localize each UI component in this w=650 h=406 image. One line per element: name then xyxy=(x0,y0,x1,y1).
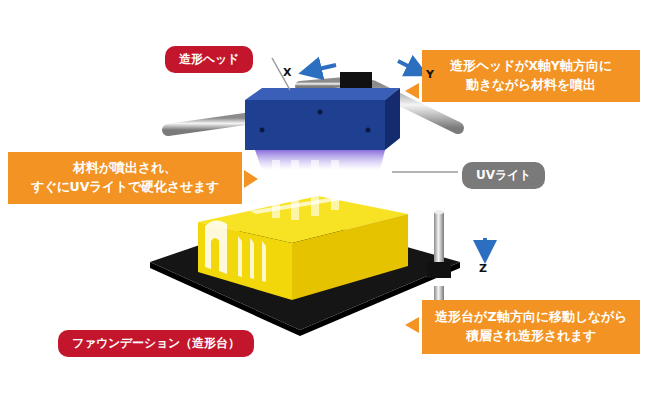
callout-box: 造形台がZ軸方向に移動しながら 積層され造形されます xyxy=(422,300,640,354)
node-text: 造形ヘッド xyxy=(179,51,239,68)
head-top xyxy=(245,88,400,100)
x-rail xyxy=(168,118,252,130)
bolt xyxy=(260,128,265,133)
material-jet xyxy=(272,160,280,218)
y-arrow xyxy=(398,61,418,71)
node-text: UVライト xyxy=(476,167,531,184)
material-jet xyxy=(331,160,339,210)
material-jet xyxy=(291,160,299,220)
x-rail xyxy=(300,82,345,86)
object-right xyxy=(292,214,408,300)
callout-arrow xyxy=(244,170,258,188)
head-front xyxy=(245,100,385,150)
foundation-label-pill: ファウンデーション（造形台） xyxy=(58,330,254,357)
z-pole xyxy=(434,212,444,264)
z-block xyxy=(427,262,451,278)
layer-stripe xyxy=(250,193,366,214)
node-text: 材料が噴出され、 すぐにUVライトで硬化させます xyxy=(18,159,232,197)
material-jet xyxy=(311,160,319,216)
head-side xyxy=(385,88,400,150)
callout-box: 造形ヘッドがX軸Y軸方向に 動きながら材料を噴出 xyxy=(422,50,640,102)
callout-arrow xyxy=(405,83,419,99)
z-pole-cap xyxy=(434,210,444,214)
axis-label: Z xyxy=(479,262,487,275)
x-arrow xyxy=(310,65,336,71)
node-text: 造形台がZ軸方向に移動しながら 積層され造形されます xyxy=(432,308,630,346)
bolt xyxy=(366,128,371,133)
axis-label: X xyxy=(283,66,291,79)
z-arrow xyxy=(483,238,487,252)
callout-box: 材料が噴出され、 すぐにUVライトで硬化させます xyxy=(8,152,242,204)
arch-detail xyxy=(205,220,227,274)
node-text: ファウンデーション（造形台） xyxy=(72,335,240,352)
head-label-pill: 造形ヘッド xyxy=(165,46,253,73)
uv-label-pill: UVライト xyxy=(462,162,545,189)
bolt xyxy=(318,110,323,115)
leader-line xyxy=(392,171,458,173)
axis-label: Y xyxy=(426,68,434,81)
node-text: 造形ヘッドがX軸Y軸方向に 動きながら材料を噴出 xyxy=(432,57,630,95)
arch-detail xyxy=(238,236,266,282)
callout-arrow xyxy=(405,317,419,333)
